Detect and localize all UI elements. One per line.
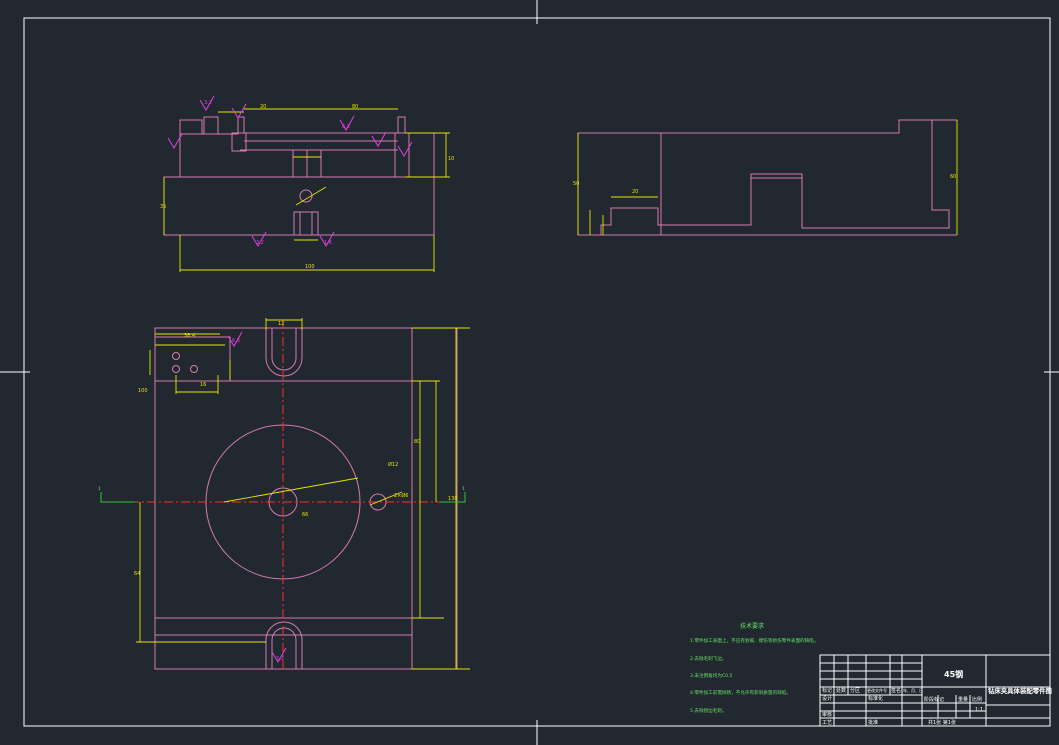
roughness-6: 3.2 xyxy=(276,656,284,662)
dim-block-height: 100 xyxy=(138,388,148,394)
dim-circle-dia: 66 xyxy=(302,512,308,518)
tb-label-zone: 分区 xyxy=(850,687,860,694)
title-block: 45钢 钻床夹具体装配零件图 1:1 共1张 第1张 标记 处数 分区 更改文件… xyxy=(819,654,1052,727)
dim-top-a: 20 xyxy=(260,104,266,110)
section-mark-left: 1 xyxy=(98,486,101,492)
dim-top-c: 10 xyxy=(448,156,454,162)
front-view-drawing: 100 35 20 80 10 3.2 6.3 3.2 1.6 xyxy=(160,95,454,272)
side-view-drawing: 50 20 60 xyxy=(573,119,958,236)
dim-hole-dia: Ø12 xyxy=(388,461,398,468)
tech-req-heading: 技术要求 xyxy=(740,622,764,630)
dim-side-right: 60 xyxy=(950,174,956,180)
roughness-3: 3.2 xyxy=(256,240,264,246)
roughness-1: 3.2 xyxy=(204,100,212,106)
dim-top-b: 80 xyxy=(352,104,358,110)
tb-label-scale: 比例 xyxy=(972,696,982,703)
tb-label-mark: 标记 xyxy=(822,687,832,694)
tech-req-item-2: 2.去除毛刺飞边。 xyxy=(690,655,727,662)
dim-width-top: 100 xyxy=(305,264,315,270)
plan-view-drawing: 12 38.4 66 Ø12 2×Ø6 64 80 130 16 100 6.3… xyxy=(98,318,470,672)
dim-right-a: 80 xyxy=(414,439,420,445)
dim-block-width: 38.4 xyxy=(184,333,195,339)
tb-label-count: 处数 xyxy=(836,687,846,694)
tb-label-weight: 重量 xyxy=(958,696,968,703)
dim-side-step: 20 xyxy=(632,189,638,195)
dim-right-b: 130 xyxy=(448,496,458,502)
dim-slot-width: 12 xyxy=(278,321,284,327)
tb-label-design: 设计 xyxy=(822,695,832,702)
tech-req-item-4: 4.零件加工前需除锈，不允许有影响质量的缺陷。 xyxy=(690,689,791,696)
dim-side-height: 50 xyxy=(573,181,579,187)
dim-height-top: 35 xyxy=(160,204,166,210)
roughness-2: 6.3 xyxy=(342,124,350,130)
section-mark-right: 1 xyxy=(462,486,465,492)
dim-hole-spacing: 16 xyxy=(200,382,206,388)
roughness-4: 1.6 xyxy=(324,240,332,246)
title-sheet-info: 共1张 第1张 xyxy=(928,719,956,726)
tb-label-review: 审核 xyxy=(822,711,832,718)
tb-label-date: 年、月、日 xyxy=(903,687,923,693)
tb-label-change: 更改文件号 xyxy=(867,687,887,693)
tb-label-approve: 批准 xyxy=(868,719,878,726)
tech-req-item-5: 5.去除锐边毛刺。 xyxy=(690,707,727,714)
tb-label-process: 工艺 xyxy=(822,720,832,726)
dim-lower-height: 64 xyxy=(134,571,140,577)
title-drawing-name: 钻床夹具体装配零件图 xyxy=(988,686,1052,695)
title-material: 45钢 xyxy=(944,669,963,679)
technical-requirements: 技术要求 1.零件加工表面上，不应有划痕、擦伤等损伤零件表面的缺陷。 2.去除毛… xyxy=(690,622,818,714)
tb-label-stage: 阶段标记 xyxy=(924,696,944,703)
tb-label-sign: 签名 xyxy=(891,687,901,694)
tb-label-standard: 标准化 xyxy=(868,695,883,702)
roughness-5: 6.3 xyxy=(232,338,240,344)
tech-req-item-1: 1.零件加工表面上，不应有划痕、擦伤等损伤零件表面的缺陷。 xyxy=(690,637,818,644)
title-scale: 1:1 xyxy=(975,707,983,713)
dim-small-hole: 2×Ø6 xyxy=(394,492,409,499)
tech-req-item-3: 3.未注倒角均为C0.5 xyxy=(690,672,733,679)
